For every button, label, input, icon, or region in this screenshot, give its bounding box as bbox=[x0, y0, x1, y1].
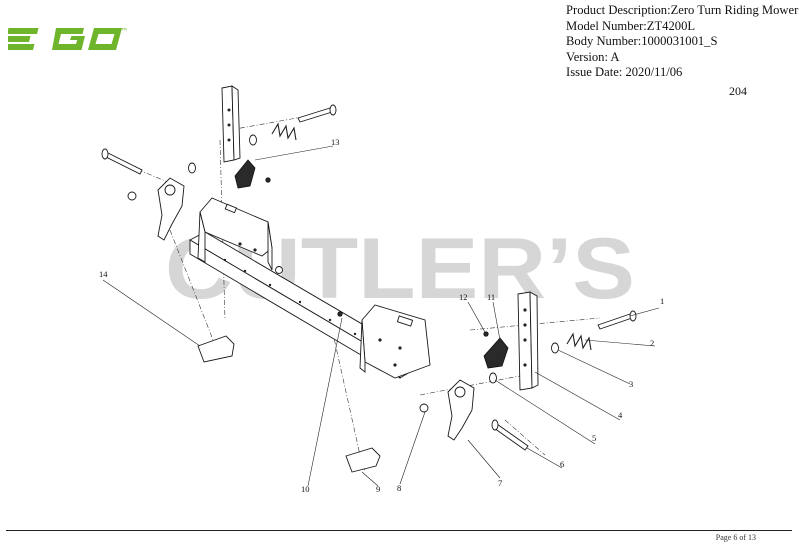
issue-date: Issue Date: 2020/11/06 bbox=[566, 65, 683, 80]
mount-block-9 bbox=[345, 447, 381, 473]
callout-11: 11 bbox=[487, 292, 495, 302]
screw-frame bbox=[337, 311, 343, 317]
trademark-mark: ™ bbox=[121, 27, 127, 34]
callout-7: 7 bbox=[498, 478, 502, 488]
ego-logo: ™ bbox=[8, 27, 127, 50]
version: Version: A bbox=[566, 49, 620, 64]
left-bracket-plate bbox=[197, 197, 273, 271]
callout-10: 10 bbox=[301, 484, 310, 494]
product-description: Product Description:Zero Turn Riding Mow… bbox=[566, 3, 799, 17]
washer-upper-2 bbox=[188, 162, 196, 174]
leader-lines bbox=[102, 145, 660, 487]
pivot-arm-upper bbox=[157, 177, 185, 241]
screw-upper bbox=[265, 177, 271, 183]
page-code: 204 bbox=[729, 84, 747, 98]
callout-2: 2 bbox=[650, 338, 654, 348]
callout-labels: 1 2 3 4 5 6 7 8 9 10 11 12 13 14 bbox=[99, 137, 664, 494]
nut-lower bbox=[419, 403, 429, 413]
upright-tube-left bbox=[221, 85, 241, 163]
bolt-upper-right bbox=[297, 104, 337, 123]
callout-8: 8 bbox=[397, 483, 401, 493]
page-number: Page 6 of 13 bbox=[715, 533, 756, 542]
mount-block-14 bbox=[197, 335, 235, 363]
pivot-arm-lower bbox=[447, 379, 475, 441]
bolt-upper-left bbox=[101, 148, 143, 175]
nut-upper bbox=[127, 191, 137, 201]
washer-lower-2 bbox=[489, 372, 497, 384]
callout-9: 9 bbox=[376, 484, 380, 494]
callout-14: 14 bbox=[99, 269, 108, 279]
callout-6: 6 bbox=[560, 459, 564, 469]
footer-rule bbox=[6, 530, 792, 531]
callout-12: 12 bbox=[459, 292, 468, 302]
body-number: Body Number:1000031001_S bbox=[566, 34, 718, 49]
nut-frame bbox=[275, 266, 283, 274]
callout-3: 3 bbox=[629, 379, 633, 389]
callout-5: 5 bbox=[592, 433, 596, 443]
bolt-lower-center bbox=[491, 419, 529, 451]
assembly-centerlines bbox=[109, 111, 601, 471]
model-number: Model Number:ZT4200L bbox=[566, 18, 696, 33]
callout-1: 1 bbox=[660, 296, 664, 306]
callout-4: 4 bbox=[618, 410, 623, 420]
right-bracket-plate bbox=[359, 304, 431, 379]
bolt-lower-right bbox=[597, 310, 637, 330]
bracket-11 bbox=[483, 337, 509, 369]
frame-beam bbox=[189, 231, 416, 379]
bracket-13 bbox=[234, 159, 256, 189]
spring-upper bbox=[271, 122, 297, 141]
upright-tube-right bbox=[517, 291, 539, 391]
header-info: Product Description:Zero Turn Riding Mow… bbox=[566, 3, 798, 81]
washer-lower-1 bbox=[551, 342, 559, 354]
spring-lower bbox=[566, 332, 592, 351]
callout-13: 13 bbox=[331, 137, 340, 147]
washer-upper-1 bbox=[249, 134, 257, 146]
